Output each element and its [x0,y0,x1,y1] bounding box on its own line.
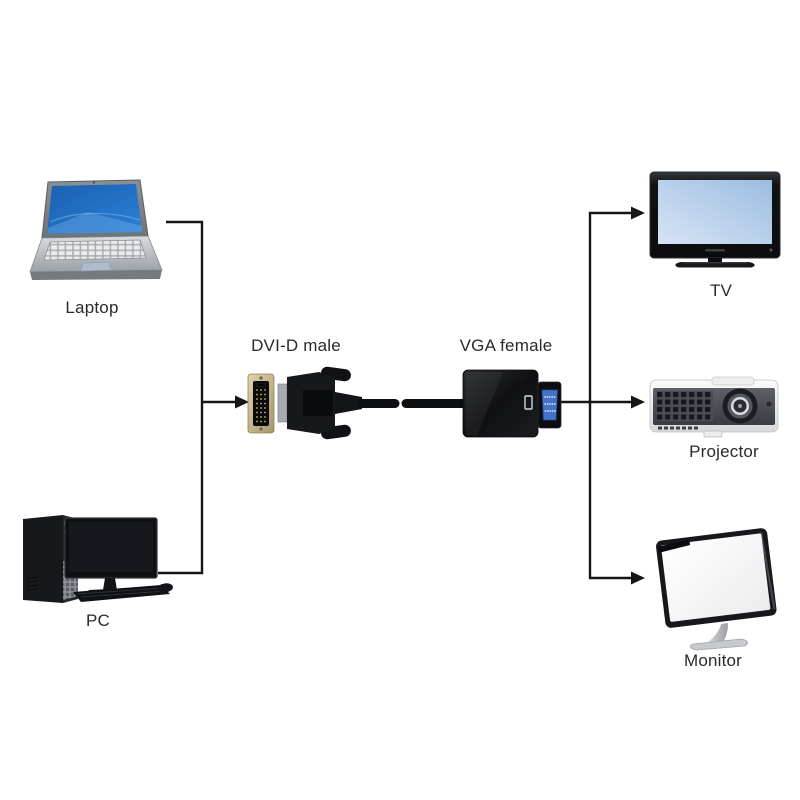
tv-label: TV [709,281,733,300]
dvi-metal-shell [277,383,288,423]
monitor-screen [661,533,771,622]
adapter-input-arrowhead [235,395,249,409]
projector-illustration [648,376,780,440]
projector-label: Projector [689,442,759,461]
laptop-screen-wave [47,212,142,234]
laptop-keyboard [43,239,147,261]
adapter-body [462,369,539,438]
dvi-male-label: DVI-D male [251,336,341,355]
projector-lens [722,388,758,424]
laptop-webcam-dot [93,181,95,184]
tv-illustration [647,170,783,270]
adapter-illustration [245,365,565,443]
dvi-plug-face [247,373,275,434]
dvi-strain-relief [335,392,362,414]
vga-pin-holes [544,396,556,412]
tv-power-led [769,248,773,252]
tv-stand-base [675,262,755,268]
laptop-trackpad [80,261,112,272]
source-branch-line [158,220,204,575]
monitor-panel [656,528,777,628]
adapter-logo-mark [524,395,533,410]
pc-mouse [157,583,173,593]
vga-dsub-face [541,389,558,421]
projector-foot [703,430,723,438]
pc-monitor-stand [103,578,117,590]
pc-illustration [15,512,180,608]
output-branch-line [588,211,633,580]
dvi-pins [256,389,266,423]
vga-female-label: VGA female [459,336,553,355]
monitor-label: Monitor [683,651,743,670]
projector-bottom-dashes [658,426,698,430]
dvi-plug-side [277,366,362,440]
laptop-illustration [28,172,164,290]
monitor-stand [707,623,728,645]
pc-monitor-screen [69,522,153,572]
monitor-base [689,638,748,651]
laptop-front-edge [30,270,162,280]
dvi-blade-slot [256,383,266,387]
tv-arrowhead [631,206,645,220]
projector-arrowhead [631,395,645,409]
projector-top-panel [711,376,755,386]
tv-screen [658,180,772,244]
vga-port [537,381,562,429]
tv-logo-strip [705,249,725,252]
projector-vents [657,391,713,421]
monitor-arrowhead [631,571,645,585]
laptop-label: Laptop [65,298,119,317]
monitor-illustration [655,518,781,654]
pc-label: PC [85,611,111,630]
laptop-screen [47,184,142,234]
projector-ir-sensor [766,401,772,407]
tv-stand-neck [708,258,722,262]
